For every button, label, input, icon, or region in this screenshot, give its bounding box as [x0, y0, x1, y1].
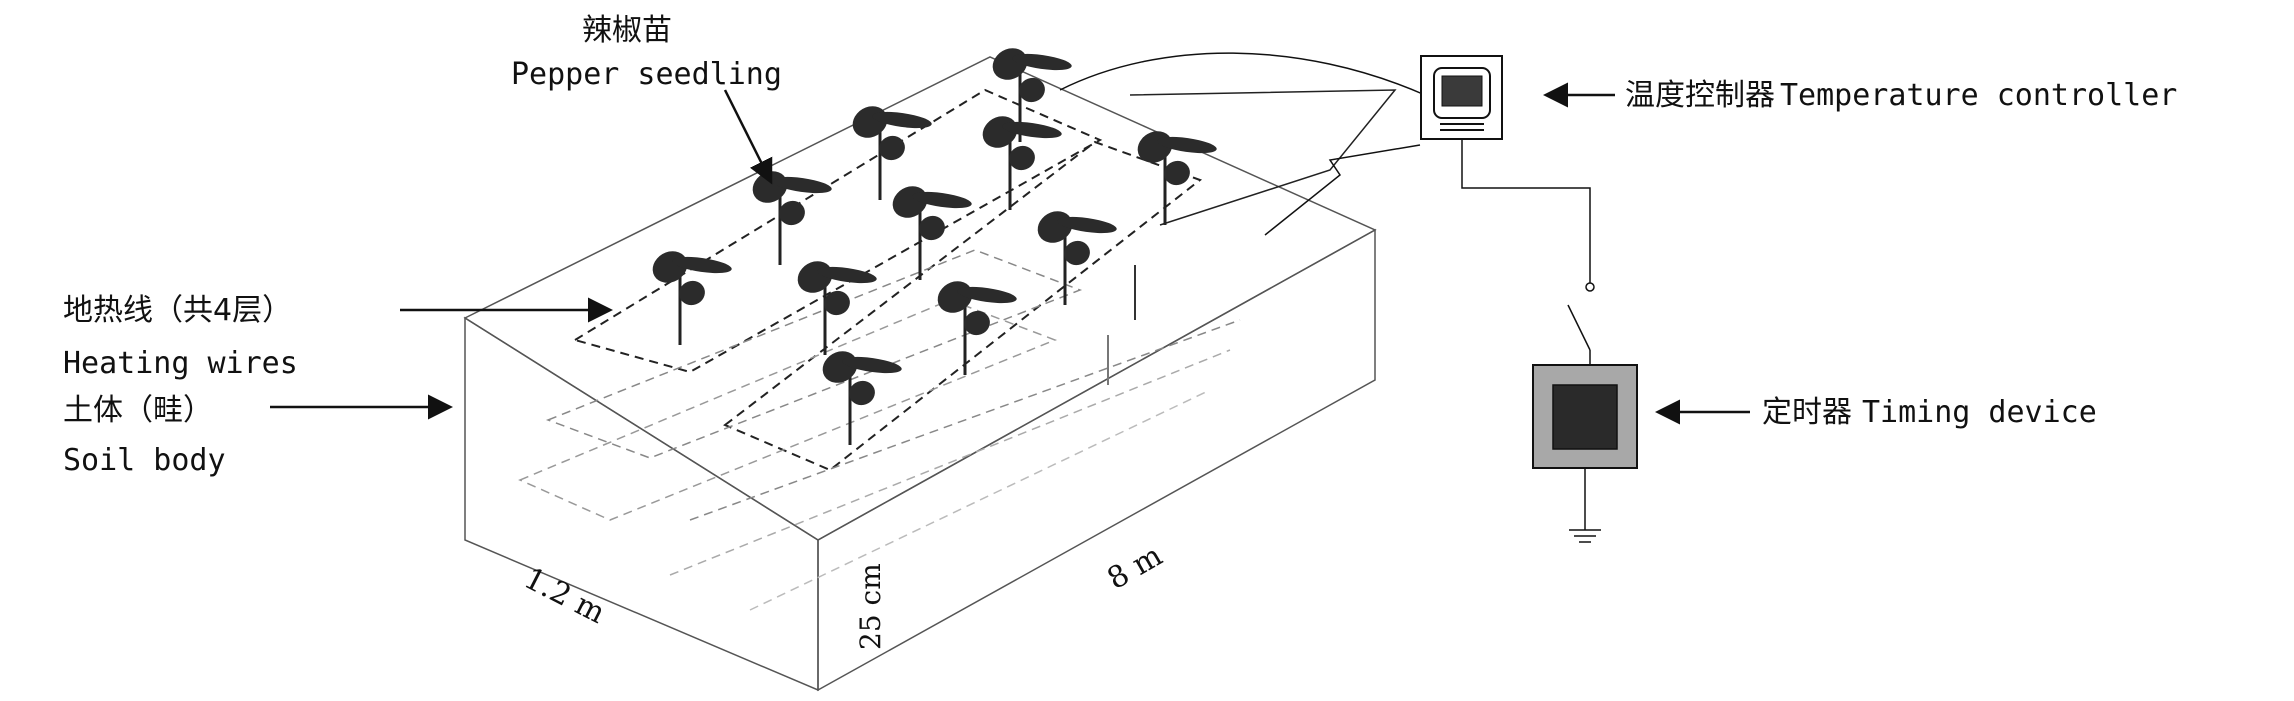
timer-inner — [1552, 384, 1618, 450]
switch-contact — [1585, 282, 1595, 292]
seedling-leaf — [1009, 145, 1035, 171]
temperature-controller — [1420, 55, 1503, 140]
soil-label-cn: 土体（畦） — [63, 393, 213, 428]
seedling-leaf — [964, 310, 990, 336]
controller-screen — [1441, 75, 1483, 107]
soil-front-face — [464, 316, 819, 692]
seedling-icon — [892, 186, 972, 280]
seedling-icon — [982, 116, 1062, 210]
seedling-leaf — [817, 266, 877, 284]
seedling-icon — [937, 281, 1017, 375]
seedling-leaf — [1019, 77, 1045, 103]
seedling-leaf — [679, 280, 705, 306]
seedling-leaf — [772, 176, 832, 194]
seedling-leaf — [1064, 240, 1090, 266]
depth-dimension: 25 cm — [854, 563, 887, 650]
soil-side-face — [817, 228, 1376, 692]
seedling-leaf — [849, 380, 875, 406]
seedling-group — [652, 48, 1217, 445]
seedling-leaf — [779, 200, 805, 226]
timer-label-en: Timing device — [1862, 395, 2097, 430]
seedling-icon — [1037, 211, 1117, 305]
seedling-label-cn: 辣椒苗 — [582, 13, 672, 48]
controller-label-cn: 温度控制器 — [1625, 78, 1775, 113]
seedling-leaf — [912, 191, 972, 209]
seedling-icon — [992, 48, 1072, 142]
seedling-icon — [822, 351, 902, 445]
ground-icon — [1569, 468, 1601, 543]
seedling-icon — [652, 251, 732, 345]
seedling-leaf — [1057, 216, 1117, 234]
heating-wire-layer-7 — [749, 389, 1211, 611]
controller-timer-wire — [1461, 139, 1591, 285]
heating-wire-layers — [518, 88, 1397, 611]
switch-icon — [1567, 282, 1595, 365]
timer-box-icon — [1532, 364, 1638, 469]
seedling-leaf — [672, 256, 732, 274]
controller-cable — [1059, 52, 1426, 96]
seedling-leaf — [842, 356, 902, 374]
seedling-label-en: Pepper seedling — [511, 57, 782, 92]
heating-wires-label-cn: 地热线（共4层） — [63, 293, 292, 328]
controller-label-en: Temperature controller — [1780, 78, 2177, 113]
timer-label-cn: 定时器 — [1762, 395, 1852, 430]
switch-lever — [1567, 304, 1591, 351]
seedling-leaf — [1002, 121, 1062, 139]
soil-top-face — [463, 56, 1377, 541]
length-dimension: 8 m — [1102, 538, 1169, 597]
seedling-icon — [797, 261, 877, 355]
seedling-leaf — [879, 135, 905, 161]
seedling-leaf — [957, 286, 1017, 304]
seedling-arrow — [723, 89, 773, 185]
soil-label-en: Soil body — [63, 443, 226, 478]
seedling-leaf — [1164, 160, 1190, 186]
seedling-icon — [852, 106, 932, 200]
seedling-leaf — [1012, 53, 1072, 71]
seedling-leaf — [1157, 136, 1217, 154]
heating-wire-layer-5 — [689, 319, 1241, 521]
seedling-leaf — [872, 111, 932, 129]
soil-body-box — [463, 56, 1377, 692]
seedling-icon — [752, 171, 832, 265]
heating-wire-layer-4 — [518, 299, 1058, 521]
seedling-leaf — [919, 215, 945, 241]
width-dimension: 1.2 m — [518, 561, 610, 631]
heating-wire-layer-6 — [669, 349, 1231, 576]
heating-wire-layer-1 — [572, 88, 1103, 374]
heating-wire-layer-2 — [723, 140, 1203, 472]
controller-cable-lower — [1264, 144, 1421, 236]
seedling-icon — [1137, 131, 1217, 225]
heating-wires-label-en: Heating wires — [63, 346, 298, 381]
wire-to-controller — [1129, 89, 1397, 226]
seedling-leaf — [824, 290, 850, 316]
